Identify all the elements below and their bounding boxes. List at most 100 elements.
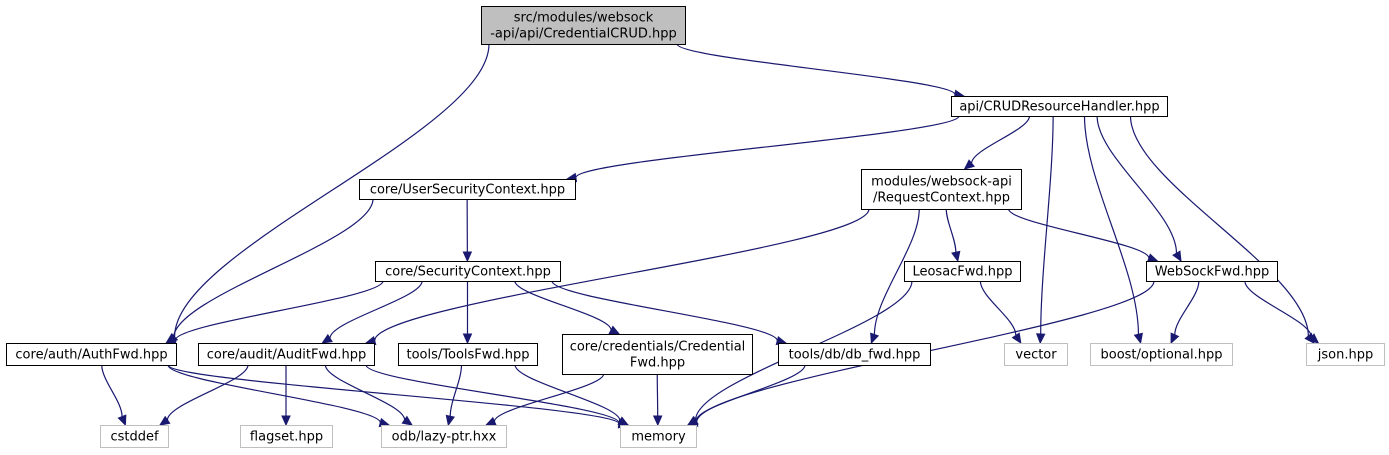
node-box <box>778 343 931 366</box>
node-tools-fwd[interactable]: tools/ToolsFwd.hpp <box>398 343 538 366</box>
edge-audit-fwd-to-cstddef <box>158 364 249 426</box>
edge-line <box>970 115 1031 164</box>
edge-line <box>493 373 605 422</box>
node-label: json.hpp <box>1317 348 1373 363</box>
edge-line <box>514 364 621 421</box>
node-label: boost/optional.hpp <box>1101 348 1223 363</box>
edge-leosac-fwd-to-vector <box>979 280 1022 345</box>
edge-line <box>695 364 806 422</box>
edge-line <box>374 208 870 341</box>
node-box <box>861 169 1022 210</box>
node-label: core/credentials/Credential <box>570 340 746 355</box>
node-lazy-ptr[interactable]: odb/lazy-ptr.hxx <box>381 425 507 448</box>
node-label: memory <box>631 430 686 445</box>
node-db-fwd[interactable]: tools/db/db_fwd.hpp <box>778 343 931 366</box>
arrowhead <box>1170 332 1180 345</box>
arrowhead <box>281 415 291 427</box>
node-cstddef[interactable]: cstddef <box>100 425 169 448</box>
node-box <box>100 425 169 448</box>
node-label: tools/ToolsFwd.hpp <box>406 348 529 363</box>
edge-tools-fwd-to-lazy-ptr <box>445 364 463 427</box>
node-box <box>562 334 753 375</box>
node-box <box>1146 261 1278 282</box>
edge-line <box>873 208 920 335</box>
node-box <box>1306 343 1385 366</box>
edge-line <box>167 364 620 425</box>
edge-user-sec-ctx-to-security-ctx <box>462 198 473 263</box>
node-box <box>481 6 686 45</box>
edge-audit-fwd-to-lazy-ptr <box>324 364 414 426</box>
node-user-sec-ctx[interactable]: core/UserSecurityContext.hpp <box>359 179 576 200</box>
edge-request-ctx-to-leosac-fwd <box>945 208 961 263</box>
edge-auth-fwd-to-cstddef <box>101 364 127 427</box>
node-memory[interactable]: memory <box>620 425 697 448</box>
arrowhead <box>401 415 414 426</box>
node-label: odb/lazy-ptr.hxx <box>392 430 497 445</box>
node-box <box>1004 343 1068 366</box>
arrowhead <box>870 332 880 345</box>
node-crud-handler[interactable]: api/CRUDResourceHandler.hpp <box>951 96 1168 117</box>
node-box <box>398 343 538 366</box>
edge-cred-fwd-to-memory <box>652 373 663 427</box>
arrowhead <box>1035 333 1046 345</box>
edge-line <box>449 364 463 417</box>
arrowhead <box>608 325 621 335</box>
arrowhead <box>1307 333 1320 344</box>
node-label: cstddef <box>110 430 159 445</box>
edge-line <box>1174 280 1200 335</box>
node-flagset[interactable]: flagset.hpp <box>240 425 333 448</box>
edge-line <box>551 280 778 341</box>
edge-line <box>945 208 957 253</box>
node-label: /RequestContext.hpp <box>873 191 1010 206</box>
node-boost-optional[interactable]: boost/optional.hpp <box>1090 343 1233 366</box>
arrowhead <box>1172 250 1182 263</box>
edge-line <box>329 280 423 339</box>
node-vector[interactable]: vector <box>1004 343 1068 366</box>
edge-security-ctx-to-audit-fwd <box>321 280 423 344</box>
node-leosac-fwd[interactable]: LeosacFwd.hpp <box>904 261 1021 282</box>
edge-line <box>101 364 123 417</box>
edge-db-fwd-to-memory <box>686 364 806 426</box>
edge-line <box>575 115 960 179</box>
edge-security-ctx-to-tools-fwd <box>462 281 473 345</box>
arrowhead <box>462 333 473 345</box>
node-label: tools/db/db_fwd.hpp <box>789 348 921 363</box>
node-auth-fwd[interactable]: core/auth/AuthFwd.hpp <box>6 343 177 366</box>
node-json[interactable]: json.hpp <box>1306 343 1385 366</box>
node-label: core/SecurityContext.hpp <box>385 265 551 280</box>
edge-crud-handler-to-request-ctx <box>963 115 1031 170</box>
node-label: Fwd.hpp <box>630 356 685 371</box>
arrowhead <box>1011 332 1022 345</box>
node-label: vector <box>1015 348 1057 363</box>
edge-line <box>1129 115 1309 337</box>
edge-line <box>979 280 1017 336</box>
node-box <box>6 343 177 366</box>
node-request-ctx[interactable]: modules/websock-api/RequestContext.hpp <box>861 169 1022 210</box>
node-label: core/UserSecurityContext.hpp <box>370 183 565 198</box>
edge-websock-fwd-to-json <box>1244 280 1320 344</box>
edge-crud-handler-to-websock-fwd <box>1096 115 1182 263</box>
arrowhead <box>158 415 171 426</box>
arrowhead <box>321 333 333 344</box>
node-audit-fwd[interactable]: core/audit/AuditFwd.hpp <box>198 343 375 366</box>
edge-line <box>324 364 406 421</box>
edge-line <box>676 43 956 95</box>
node-websock-fwd[interactable]: WebSockFwd.hpp <box>1146 261 1278 282</box>
node-label: core/auth/AuthFwd.hpp <box>15 348 167 363</box>
edge-crud-handler-to-boost-optional <box>1083 115 1143 345</box>
node-root[interactable]: src/modules/websock-api/api/CredentialCR… <box>481 6 686 45</box>
node-label: src/modules/websock <box>514 11 654 26</box>
node-label: WebSockFwd.hpp <box>1155 265 1269 280</box>
arrowhead <box>462 251 473 263</box>
edge-line <box>514 280 612 331</box>
edge-line <box>173 43 490 337</box>
edge-security-ctx-to-db-fwd <box>551 280 788 346</box>
edge-line <box>1008 208 1150 259</box>
edge-line <box>174 280 384 341</box>
edge-line <box>1083 115 1140 335</box>
node-box <box>620 425 697 448</box>
node-security-ctx[interactable]: core/SecurityContext.hpp <box>375 261 561 282</box>
arrowhead <box>686 416 699 426</box>
